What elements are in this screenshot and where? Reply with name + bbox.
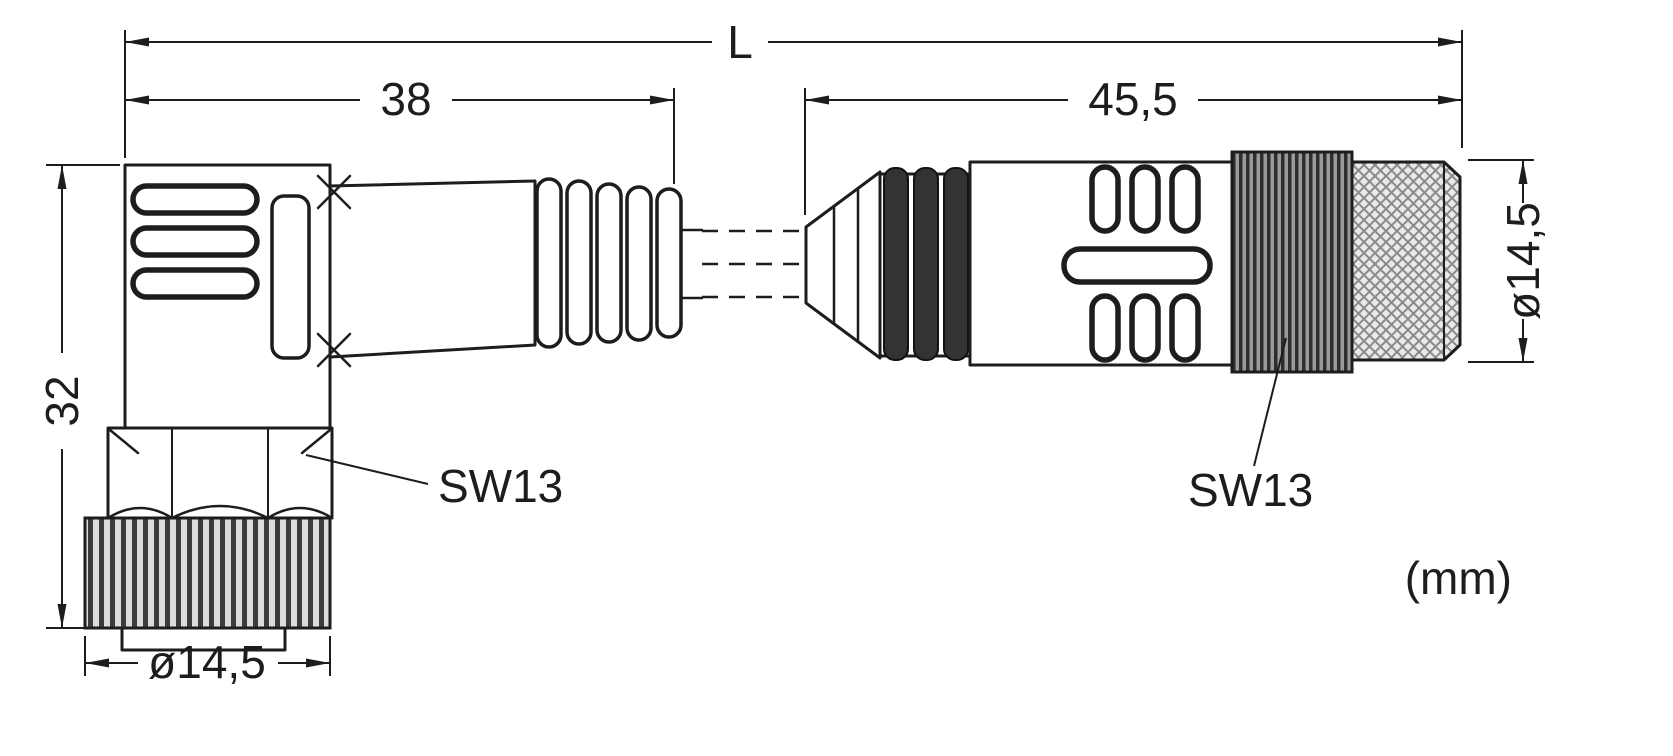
grip-rib	[130, 183, 260, 216]
left-angled-connector	[83, 163, 334, 652]
strain-rib	[595, 182, 623, 344]
body-slot	[1129, 293, 1161, 363]
cable	[316, 174, 808, 368]
strain-relief-cone	[804, 170, 882, 360]
callout-wrench-right: SW13	[1188, 337, 1313, 516]
seal-rings	[883, 167, 969, 361]
body-slot	[1169, 164, 1201, 234]
strain-rib	[565, 179, 593, 346]
left-length-label: 38	[380, 73, 431, 125]
seal-ring	[943, 167, 969, 361]
wrench-size-label: SW13	[1188, 464, 1313, 516]
hex-nut-chamfer	[108, 428, 140, 455]
leader-line	[305, 454, 429, 485]
cable-boot	[328, 179, 537, 359]
thread-diameter-label: ø14,5	[1497, 202, 1549, 320]
strain-rib	[535, 177, 563, 349]
leader-line	[1253, 337, 1287, 467]
body-side-slot	[270, 194, 311, 360]
units-note: (mm)	[1405, 552, 1512, 604]
seal-ring	[913, 167, 939, 361]
socket-diameter-label: ø14,5	[148, 636, 266, 688]
grip-rib	[130, 267, 260, 300]
strain-rib	[625, 185, 653, 342]
cable-break-lines	[702, 229, 808, 299]
body-slot	[1169, 293, 1201, 363]
height-label: 32	[36, 375, 88, 426]
hex-nut	[106, 426, 334, 520]
socket-face	[120, 626, 287, 652]
knurled-coupling-ring	[1230, 150, 1354, 374]
hex-nut-bottom-arcs	[106, 504, 334, 520]
right-length-label: 45,5	[1088, 73, 1178, 125]
dim-overall-length: L	[124, 16, 1463, 158]
grip-ribs	[130, 183, 260, 300]
dim-right-connector-length: 45,5	[804, 73, 1462, 215]
boot-body-junction-marks	[316, 174, 352, 368]
dim-connector-height: 32	[36, 164, 120, 629]
body-slot	[1089, 293, 1121, 363]
seal-ring	[883, 167, 909, 361]
strain-rib	[655, 187, 683, 339]
body-middle-slot	[1061, 246, 1213, 285]
hex-nut-face	[106, 426, 334, 520]
right-straight-connector	[804, 150, 1462, 374]
knurled-coupling-ring	[83, 516, 332, 630]
dim-socket-diameter: ø14,5	[84, 636, 331, 688]
body-bottom-slots	[1089, 293, 1201, 363]
body-slot	[1089, 164, 1121, 234]
overall-length-label: L	[727, 16, 753, 68]
dim-thread-diameter: ø14,5	[1468, 159, 1549, 363]
hex-nut-chamfer	[300, 428, 332, 455]
grip-rib	[130, 225, 260, 258]
dim-left-connector-length: 38	[125, 73, 675, 184]
body-top-slots	[1089, 164, 1201, 234]
callout-wrench-left: SW13	[305, 454, 563, 512]
wrench-size-label: SW13	[438, 460, 563, 512]
body-slot	[1129, 164, 1161, 234]
strain-relief-ribs	[535, 177, 683, 349]
